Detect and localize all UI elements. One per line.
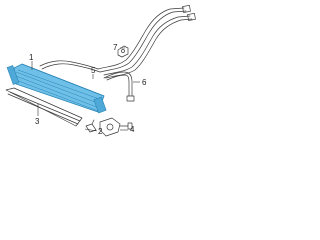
leader-lines [31, 47, 140, 132]
return-pipes [103, 71, 135, 102]
callout-5: 5 [91, 66, 96, 75]
feed-pipes [39, 60, 101, 73]
shield-plate [5, 87, 83, 127]
callout-2: 2 [98, 127, 103, 136]
transmission-cooler-diagram: 1 2 3 4 5 6 7 [5, 5, 196, 137]
callout-labels: 1 2 3 4 5 6 7 [29, 43, 147, 136]
mounting-bracket [117, 45, 129, 58]
upper-pipes [97, 5, 196, 79]
callout-6: 6 [142, 78, 147, 87]
valve-assembly [99, 117, 133, 137]
leader-2 [84, 128, 98, 132]
callout-4: 4 [130, 125, 135, 134]
callout-1: 1 [29, 53, 34, 62]
oil-cooler [6, 63, 107, 114]
callout-3: 3 [35, 117, 40, 126]
callout-7: 7 [113, 43, 118, 52]
small-bracket [85, 119, 97, 133]
